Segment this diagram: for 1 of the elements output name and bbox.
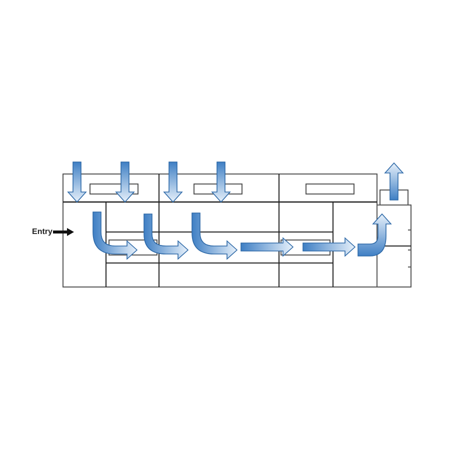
entry-label: Entry	[32, 227, 52, 236]
